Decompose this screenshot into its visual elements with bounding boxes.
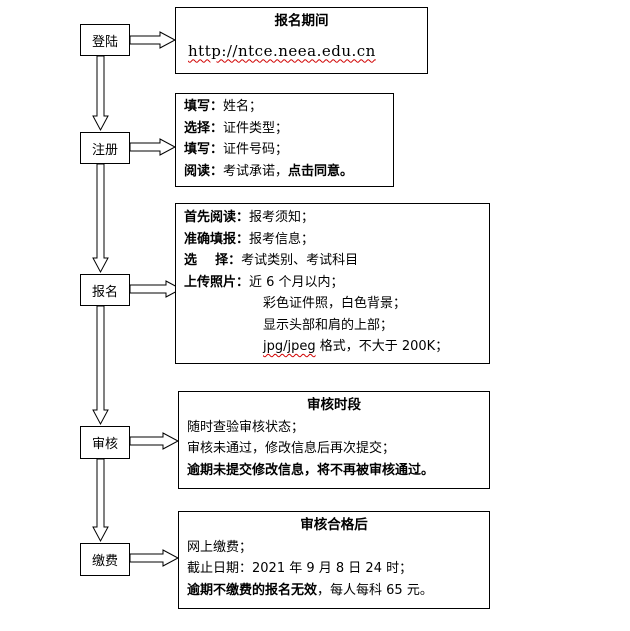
login-info-box: 报名期间 http://ntce.neea.edu.cn xyxy=(175,7,428,74)
photo-format: jpg/jpeg 格式，不大于 200K； xyxy=(263,339,449,354)
login-box-title: 报名期间 xyxy=(274,13,329,29)
apply-row: 选 择：考试类别、考试科目 xyxy=(184,253,359,268)
login-url: http://ntce.neea.edu.cn xyxy=(188,41,376,60)
photo-requirement: 彩色证件照，白色背景； xyxy=(263,296,407,311)
pay-info-box: 审核合格后 网上缴费； 截止日期：2021 年 9 月 8 日 24 时； 逾期… xyxy=(178,511,490,609)
apply-row: 上传照片：近 6 个月以内； xyxy=(184,274,344,290)
right-arrow-apply xyxy=(129,280,183,298)
pay-line: 截止日期：2021 年 9 月 8 日 24 时； xyxy=(187,561,413,576)
review-box-title: 审核时段 xyxy=(307,397,361,413)
step-login: 登陆 xyxy=(80,24,130,56)
step-register: 注册 xyxy=(80,132,130,164)
step-apply: 报名 xyxy=(80,274,130,306)
right-arrow-review xyxy=(129,432,180,450)
register-row: 选择：证件类型； xyxy=(184,120,289,136)
step-review: 审核 xyxy=(80,426,130,459)
review-warning: 逾期未提交修改信息，将不再被审核通过。 xyxy=(187,462,435,478)
register-row: 填写：姓名； xyxy=(184,99,263,114)
down-arrow-login-register xyxy=(92,55,109,132)
down-arrow-apply-review xyxy=(92,305,109,426)
apply-row: 准确填报：报考信息； xyxy=(184,231,315,247)
register-info-box: 填写：姓名； 选择：证件类型； 填写：证件号码； 阅读：考试承诺，点击同意。 xyxy=(175,93,394,187)
pay-line: 网上缴费； xyxy=(187,539,253,555)
review-line: 随时查验审核状态； xyxy=(187,419,305,435)
pay-warning: 逾期不缴费的报名无效，每人每科 65 元。 xyxy=(187,582,433,598)
down-arrow-review-pay xyxy=(92,458,109,543)
photo-requirement: 显示头部和肩的上部； xyxy=(263,317,394,333)
register-row: 填写：证件号码； xyxy=(184,142,289,157)
apply-info-box: 首先阅读：报考须知； 准确填报：报考信息； 选 择：考试类别、考试科目 上传照片… xyxy=(175,203,490,364)
register-row: 阅读：考试承诺，点击同意。 xyxy=(184,163,354,179)
step-pay: 缴费 xyxy=(80,543,130,576)
right-arrow-register xyxy=(129,138,177,156)
down-arrow-register-apply xyxy=(92,163,109,274)
apply-row: 首先阅读：报考须知； xyxy=(184,210,315,225)
pay-box-title: 审核合格后 xyxy=(300,517,368,533)
right-arrow-pay xyxy=(129,549,180,567)
right-arrow-login xyxy=(129,31,177,49)
review-info-box: 审核时段 随时查验审核状态； 审核未通过，修改信息后再次提交； 逾期未提交修改信… xyxy=(178,391,490,489)
review-line: 审核未通过，修改信息后再次提交； xyxy=(187,441,396,456)
